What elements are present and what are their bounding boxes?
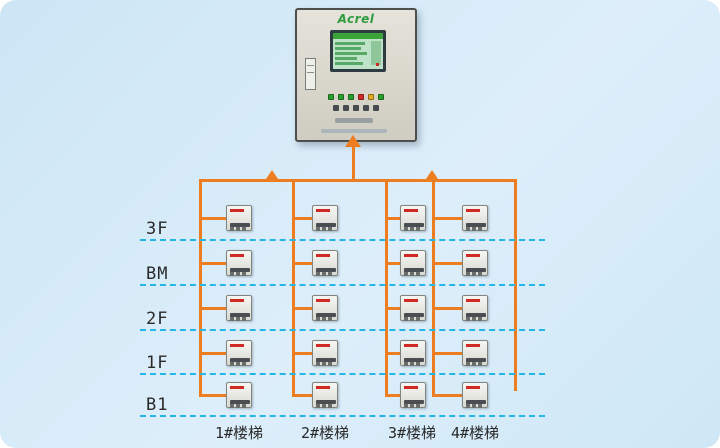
monitor-device bbox=[226, 250, 252, 276]
monitor-device bbox=[312, 295, 338, 321]
screen-content bbox=[333, 33, 383, 69]
floor-line bbox=[140, 373, 545, 375]
monitor-device bbox=[226, 205, 252, 231]
bus-riser-1 bbox=[199, 179, 202, 397]
floor-label-2f: 2F bbox=[146, 309, 169, 329]
indicator-lights-row1 bbox=[297, 94, 415, 100]
monitor-device bbox=[226, 295, 252, 321]
bus-stub bbox=[293, 307, 312, 310]
monitor-device bbox=[400, 250, 426, 276]
bus-stub bbox=[293, 394, 312, 397]
cabinet-slot bbox=[335, 118, 373, 123]
bus-arrow-left bbox=[264, 170, 280, 182]
bus-stub bbox=[386, 307, 400, 310]
bus-stub bbox=[200, 394, 226, 397]
cabinet-gauge bbox=[305, 58, 316, 90]
monitor-device bbox=[226, 340, 252, 366]
monitor-device bbox=[400, 205, 426, 231]
bus-stub bbox=[200, 262, 226, 265]
monitor-device bbox=[462, 205, 488, 231]
bus-stub bbox=[293, 262, 312, 265]
column-label-stair4: 4#楼梯 bbox=[450, 424, 500, 442]
bus-stub bbox=[293, 352, 312, 355]
bus-stub bbox=[433, 217, 462, 220]
monitor-device bbox=[312, 250, 338, 276]
floor-line bbox=[140, 284, 545, 286]
floor-label-1f: 1F bbox=[146, 353, 169, 373]
bus-stub bbox=[433, 352, 462, 355]
column-label-stair1: 1#楼梯 bbox=[214, 424, 264, 442]
monitoring-cabinet: Acrel bbox=[295, 8, 417, 142]
bus-stem-cabinet bbox=[352, 146, 355, 180]
bus-arrow-right bbox=[424, 170, 440, 182]
bus-stub bbox=[386, 262, 400, 265]
floor-line bbox=[140, 329, 545, 331]
cabinet-display-screen bbox=[330, 30, 386, 72]
bus-arrow-to-cabinet bbox=[345, 135, 361, 147]
bus-stub bbox=[386, 394, 400, 397]
indicator-lights-row2 bbox=[297, 105, 415, 111]
floor-label-3f: 3F bbox=[146, 219, 169, 239]
monitor-device bbox=[462, 340, 488, 366]
floor-line bbox=[140, 415, 545, 417]
monitor-device bbox=[226, 382, 252, 408]
floor-line bbox=[140, 239, 545, 241]
bus-stub bbox=[433, 307, 462, 310]
floor-label-b1: B1 bbox=[146, 395, 169, 415]
monitor-device bbox=[462, 382, 488, 408]
bus-riser-2 bbox=[292, 179, 295, 397]
monitor-device bbox=[400, 382, 426, 408]
bus-stub bbox=[386, 217, 400, 220]
monitor-device bbox=[312, 382, 338, 408]
bus-stub bbox=[200, 352, 226, 355]
monitor-device bbox=[400, 340, 426, 366]
bus-stub bbox=[433, 394, 462, 397]
bus-stub bbox=[200, 307, 226, 310]
monitor-device bbox=[400, 295, 426, 321]
cabinet-caption-text bbox=[321, 129, 387, 133]
bus-stub bbox=[293, 217, 312, 220]
monitor-device bbox=[462, 295, 488, 321]
monitor-device bbox=[312, 205, 338, 231]
bus-stub bbox=[433, 262, 462, 265]
bus-stub bbox=[200, 217, 226, 220]
bus-stub bbox=[386, 352, 400, 355]
column-label-stair2: 2#楼梯 bbox=[300, 424, 350, 442]
monitor-device bbox=[462, 250, 488, 276]
bus-riser-4 bbox=[432, 179, 435, 397]
brand-logo: Acrel bbox=[337, 12, 375, 26]
floor-label-bm: BM bbox=[146, 264, 169, 284]
bus-riser-3 bbox=[385, 179, 388, 397]
monitor-device bbox=[312, 340, 338, 366]
bus-horizontal-top bbox=[199, 179, 517, 182]
column-label-stair3: 3#楼梯 bbox=[387, 424, 437, 442]
